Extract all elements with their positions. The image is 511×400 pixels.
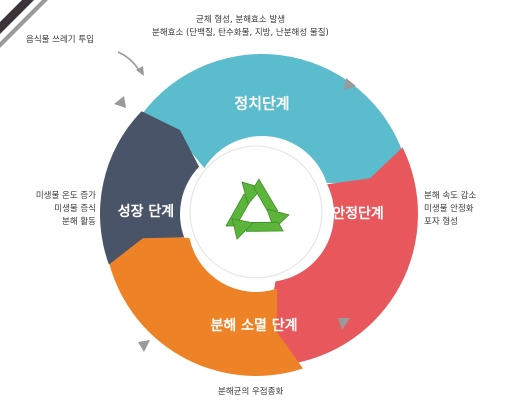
stage-notes-1: 분해 속도 감소 미생물 안정화 포자 형성 <box>424 190 476 229</box>
corner-stripes <box>0 0 48 48</box>
stage-note-3-1: 미생물 증식 <box>54 204 96 214</box>
stage-note-3-0: 미생물 온도 증가 <box>35 191 96 201</box>
stage-note-0-1: 분해효소 (단백질, 탄수화물, 지방, 난분해성 물질) <box>152 28 329 38</box>
cycle-arrow-top-right <box>344 78 356 90</box>
stage-note-3-2: 분해 활동 <box>62 217 96 227</box>
cycle-arrow-bottom-right <box>338 318 350 330</box>
stage-note-0-0: 균체 형성, 분해효소 발생 <box>196 15 286 25</box>
cycle-arrow-left <box>114 96 126 108</box>
input-arrow-head <box>136 66 144 76</box>
stage-note-2-0: 분해균의 우점종화 <box>218 387 284 397</box>
recycle-icon <box>225 178 290 240</box>
stage-segment-2 <box>107 233 303 376</box>
input-arrow <box>117 51 141 73</box>
center-disc <box>189 145 323 279</box>
stage-segment-1 <box>267 147 418 365</box>
stage-notes-2: 분해균의 우점종화 <box>218 386 283 399</box>
stage-notes-3: 미생물 온도 증가 미생물 증식 분해 활동 <box>6 190 96 229</box>
input-note: 음식물 쓰레기 투입 <box>26 34 94 47</box>
stage-note-1-2: 포자 형성 <box>424 217 458 227</box>
stage-segment-0 <box>134 54 405 184</box>
stage-note-1-0: 분해 속도 감소 <box>424 191 477 201</box>
stage-label-3: 성장 단계 <box>118 203 174 220</box>
stage-label-2: 분해 소멸 단계 <box>210 317 297 334</box>
stage-segment-3 <box>99 111 200 265</box>
cycle-arrow-bottom-left <box>138 340 150 352</box>
input-note-text: 음식물 쓰레기 투입 <box>26 35 94 45</box>
stage-note-1-1: 미생물 안정화 <box>424 204 474 214</box>
stage-notes-0: 균체 형성, 분해효소 발생 분해효소 (단백질, 탄수화물, 지방, 난분해성… <box>152 14 329 40</box>
stage-label-1: 안정단계 <box>332 205 384 222</box>
stage-label-0: 정치단계 <box>234 95 289 113</box>
